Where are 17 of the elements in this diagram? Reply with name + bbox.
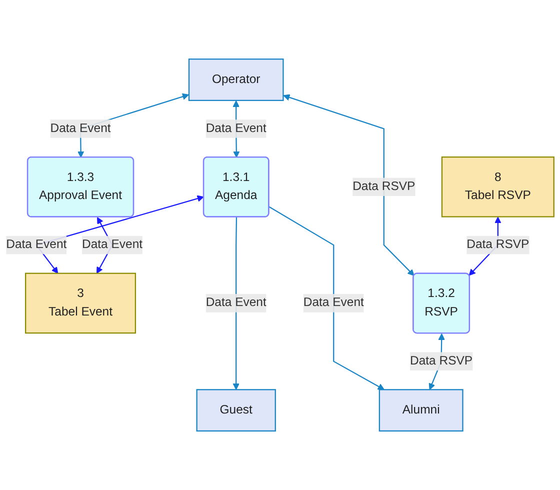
arrow [283, 94, 414, 276]
edge-label: Data RSVP [410, 354, 473, 368]
edge-label: Data Event [303, 296, 364, 310]
edge-label: Data Event [206, 296, 266, 310]
node-box: Alumni [378, 389, 464, 432]
arrow [268, 206, 384, 390]
node-box: 3 Tabel Event [25, 272, 136, 334]
edge-label: Data RSVP [466, 238, 530, 252]
node-box: 8 Tabel RSVP [441, 156, 554, 218]
node-box: Guest [196, 389, 276, 432]
edge-label: Data Event [6, 238, 67, 252]
node-box: Operator [188, 58, 284, 101]
edge-label: Data Event [206, 122, 266, 135]
edge-label: Data Event [50, 122, 111, 135]
arrow [232, 217, 240, 390]
edge-label: Data Event [82, 238, 143, 252]
edge-label: Data RSVP [352, 180, 416, 193]
